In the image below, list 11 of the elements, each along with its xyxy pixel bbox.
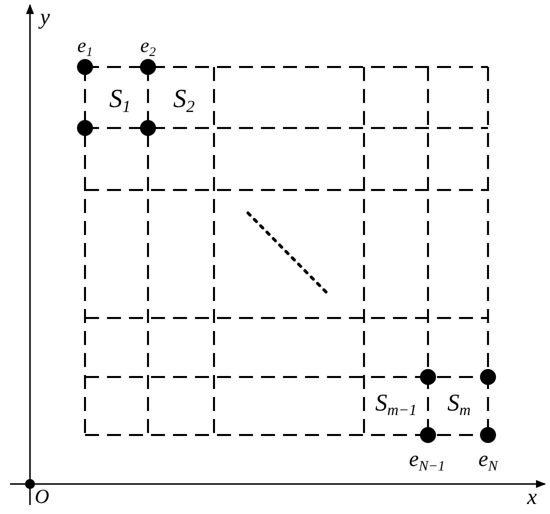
region-label: S$_{m−1}$: [375, 391, 417, 419]
point-label: e$_{1}$: [77, 36, 93, 58]
point-label: e$_{N−1}$: [408, 448, 446, 474]
region-label: S$_{2}$: [173, 86, 195, 116]
point-label: e$_{N}$: [478, 448, 498, 474]
origin-label: O: [34, 487, 50, 507]
region-label: S$_{m}$: [447, 391, 471, 419]
axis-label: x: [527, 486, 537, 508]
point-label: e$_{2}$: [140, 36, 156, 58]
region-label: S$_{1}$: [109, 86, 131, 116]
axis-label: y: [40, 6, 50, 28]
